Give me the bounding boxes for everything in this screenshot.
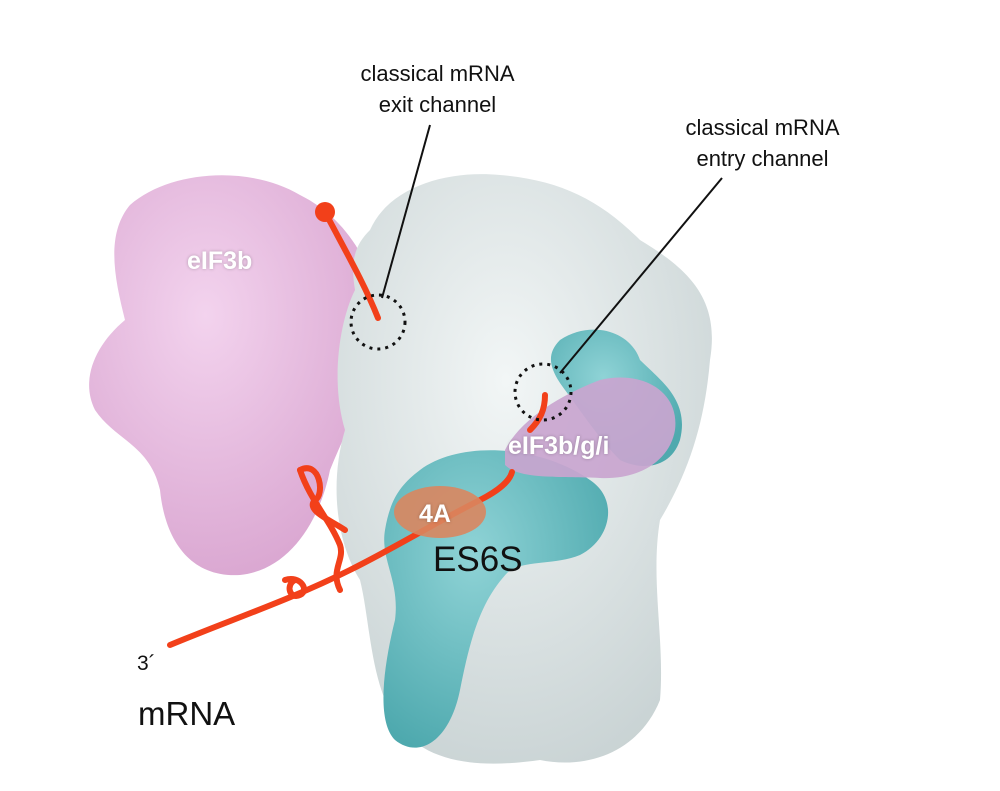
entry-channel-leader [559, 177, 723, 374]
eif3bgi-label: eIF3b/g/i [508, 432, 610, 460]
es6s-label: ES6S [433, 540, 523, 579]
entry-channel-label-line1: classical mRNA [685, 115, 840, 140]
eif3bgi-density [505, 377, 676, 479]
mrna-5prime-cap [315, 202, 335, 222]
exit-channel-label-line1: classical mRNA [360, 61, 515, 86]
three-prime-label: 3´ [137, 652, 156, 675]
entry-channel-marker [513, 362, 573, 422]
exit-channel-leader [381, 124, 431, 299]
exit-channel-label-line2: exit channel [378, 92, 497, 117]
entry-channel-label: classical mRNA entry channel [665, 112, 860, 174]
exit-channel-label: classical mRNA exit channel [340, 58, 535, 120]
eif4a-marker [394, 486, 486, 538]
mrna-label: mRNA [138, 695, 236, 732]
exit-channel-marker [349, 293, 407, 351]
eif3b-density [89, 175, 381, 576]
eif3b-label: eIF3b [187, 247, 253, 275]
eif4a-label: 4A [419, 500, 451, 528]
entry-channel-label-line2: entry channel [696, 146, 829, 171]
mrna-strand [167, 209, 548, 648]
